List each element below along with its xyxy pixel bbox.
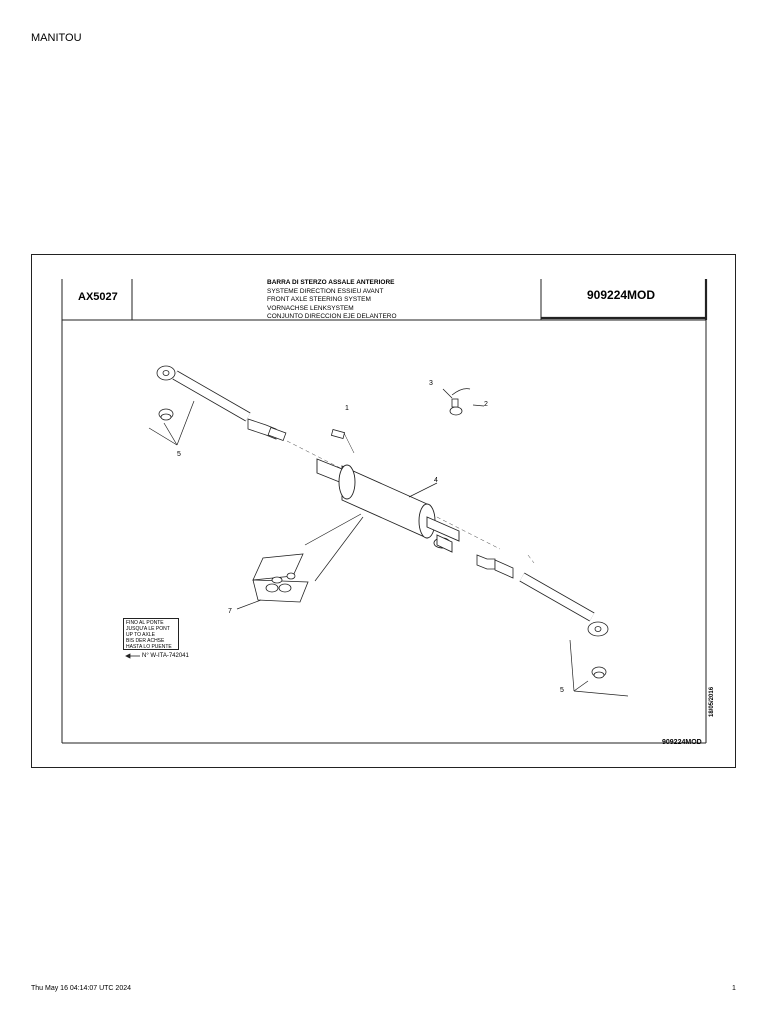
print-timestamp: Thu May 16 04:14:07 UTC 2024 (31, 985, 132, 992)
left-tie-rod (156, 365, 287, 442)
leader-4 (408, 482, 438, 498)
bottom-reference: 909224MOD (662, 739, 702, 746)
steering-cylinder-part-4 (316, 458, 460, 553)
title-spanish: CONJUNTO DIRECCION EJE DELANTERO (267, 313, 397, 321)
serial-arrow (125, 653, 140, 659)
leader-5a-1 (148, 427, 178, 446)
callout-4: 4 (434, 477, 438, 484)
title-french: SYSTEME DIRECTION ESSIEU AVANT (267, 287, 384, 295)
parts-diagram-frame: AX5027 BARRA DI STERZO ASSALE ANTERIORE … (31, 254, 736, 768)
leader-7a (304, 513, 362, 546)
title-german: VORNACHSE LENKSYSTEM (267, 304, 354, 312)
drawing-titles: BARRA DI STERZO ASSALE ANTERIORE SYSTEME… (267, 279, 397, 322)
drawing-reference: 909224MOD (587, 288, 656, 302)
callout-5-left: 5 (177, 451, 181, 458)
leader-7c (236, 599, 262, 610)
right-tie-rod (476, 554, 609, 679)
callout-5-right: 5 (560, 687, 564, 694)
callout-7: 7 (228, 608, 232, 615)
brand-name: MANITOU (31, 32, 82, 44)
serial-line-french: JUSQU'A LE PONT (126, 626, 170, 632)
page-number: 1 (732, 985, 736, 992)
date-stamp: 18/05/2016 (709, 686, 715, 717)
callout-1: 1 (345, 405, 349, 412)
leader-7b (314, 516, 364, 582)
callout-2: 2 (484, 401, 488, 408)
drawing-code: AX5027 (78, 291, 118, 303)
fitting-part-2-3 (442, 388, 485, 416)
bolt-part-1 (330, 429, 355, 454)
title-italian: BARRA DI STERZO ASSALE ANTERIORE (267, 279, 395, 286)
title-english: FRONT AXLE STEERING SYSTEM (267, 296, 371, 304)
centre-line-right (527, 554, 535, 564)
leader-5b-2 (573, 680, 589, 692)
steering-system-drawing (61, 279, 708, 744)
serial-limit-label: FINO AL PONTE JUSQU'A LE PONT UP TO AXLE… (123, 618, 179, 650)
leader-5b-3 (573, 690, 629, 697)
callout-3: 3 (429, 380, 433, 387)
leader-5a-2 (163, 422, 178, 446)
serial-line-spanish: HASTA LO PUENTE (126, 644, 172, 650)
serial-number: N° W-ITA-742041 (142, 653, 189, 659)
leader-5a-3 (176, 400, 195, 446)
serial-line-german: BIS DER ACHSE (126, 638, 165, 644)
serial-line-italian: FINO AL PONTE (126, 620, 164, 626)
leader-5b-1 (569, 639, 575, 692)
serial-line-english: UP TO AXLE (126, 632, 155, 638)
seal-kit-part-7 (252, 553, 309, 603)
